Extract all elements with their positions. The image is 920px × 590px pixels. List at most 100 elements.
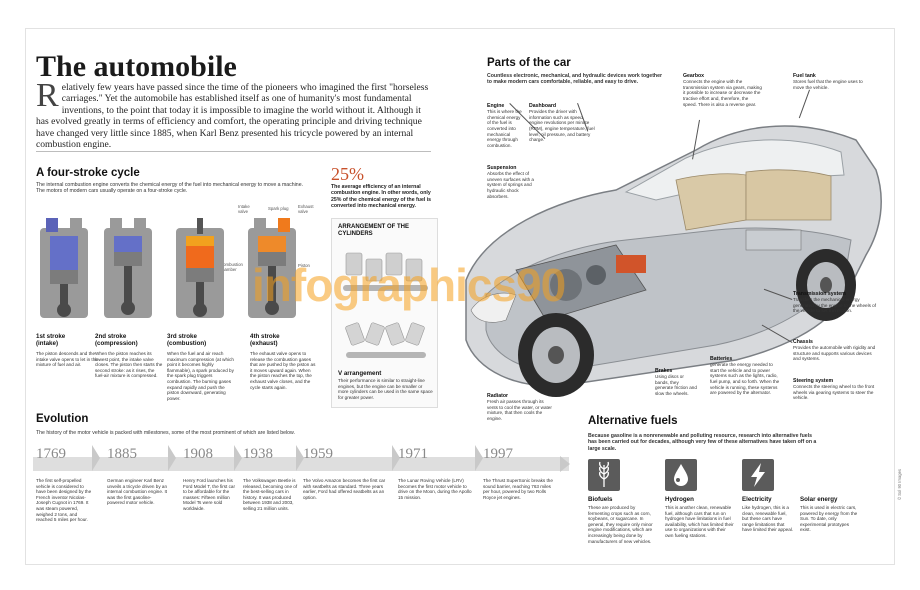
intake-valve-label: Intake valve	[238, 204, 250, 214]
timeline-item-text: The Thrust SuperSonic breaks the sound b…	[483, 478, 553, 500]
fuel-name: Biofuels	[588, 496, 613, 503]
part-text: Stores fuel that the engine uses to move…	[793, 79, 863, 90]
stroke-text: When the piston reaches its lowest point…	[95, 351, 163, 379]
inline-cylinders-illustration	[343, 252, 428, 291]
cylinder-arrangement-title: ARRANGEMENT OF THE CYLINDERS	[338, 224, 409, 237]
fuel-text: This is another clean, renewable fuel, a…	[665, 505, 734, 538]
part-fuel-tank: Fuel tank Stores fuel that the engine us…	[793, 73, 863, 90]
part-text: Absorbs the effect of uneven surfaces wi…	[487, 171, 534, 199]
four-stroke-title: A four-stroke cycle	[36, 167, 140, 179]
stroke-caption-4: 4th stroke(exhaust) The exhaust valve op…	[250, 333, 318, 390]
timeline-year: 1885	[107, 446, 137, 462]
spark-plug-label: Spark plug	[268, 206, 289, 211]
part-gearbox: Gearbox Connects the engine with the tra…	[683, 73, 763, 107]
timeline-divider	[475, 445, 483, 471]
page-title: The automobile	[36, 50, 237, 83]
exhaust-stroke-engine	[248, 218, 296, 318]
combustion-stroke-engine	[176, 218, 224, 318]
stroke-text: The piston descends and the intake valve…	[36, 351, 98, 368]
part-name: Engine	[487, 103, 505, 109]
efficiency-value: 25%	[331, 164, 364, 184]
timeline-year: 1971	[398, 446, 428, 462]
timeline-divider	[234, 445, 242, 471]
stroke-number: 4th stroke	[250, 333, 280, 340]
part-text: Transfers the mechanical energy generate…	[793, 297, 877, 314]
dropcap: R	[36, 77, 59, 114]
parts-lead: Countless electronic, mechanical, and hy…	[487, 73, 662, 86]
part-dashboard: Dashboard Provides the driver with infor…	[529, 103, 595, 143]
part-name: Steering system	[793, 378, 834, 384]
timeline-year: 1938	[243, 446, 273, 462]
stroke-text: The exhaust valve opens to release the c…	[250, 351, 316, 390]
efficiency-text: The average efficiency of an internal co…	[331, 184, 432, 209]
part-text: generate the energy needed to start the …	[710, 362, 780, 396]
part-batteries: Batteries generate the energy needed to …	[710, 356, 780, 396]
part-name: Fuel tank	[793, 73, 816, 79]
timeline-item-text: Henry Ford launches his Ford Model T, th…	[183, 478, 235, 511]
part-text: Connects the engine with the transmissio…	[683, 79, 762, 107]
timeline-year: 1769	[36, 446, 66, 462]
evolution-title: Evolution	[36, 413, 89, 425]
part-name: Transmission system	[793, 291, 846, 297]
timeline-item-text: The Volvo Amazon becomes the first car w…	[303, 478, 386, 500]
timeline-item-text: German engineer Karl Benz unveils a tric…	[107, 478, 168, 506]
alt-fuels-lead: Because gasoline is a nonrenewable and p…	[588, 433, 817, 452]
part-text: Fresh air passes through its vents to co…	[487, 399, 552, 421]
fuel-name: Hydrogen	[665, 496, 694, 503]
combustion-chamber-label: Combustion chamber	[220, 262, 243, 272]
fuel-name: Solar energy	[800, 496, 838, 503]
timeline-item-text: The Lunar Roving Vehicle (LRV) becomes t…	[398, 478, 472, 500]
part-name: Batteries	[710, 356, 733, 362]
intro-body: elatively few years have passed since th…	[36, 82, 429, 151]
wheat-icon	[588, 459, 620, 491]
parts-title: Parts of the car	[487, 57, 571, 69]
part-radiator: Radiator Fresh air passes through its ve…	[487, 393, 555, 422]
four-stroke-lead: The internal combustion engine converts …	[36, 182, 304, 195]
part-brakes: Brakes Using discs or bands, they genera…	[655, 368, 697, 397]
timeline-year: 1959	[303, 446, 333, 462]
part-name: Gearbox	[683, 73, 705, 79]
fuel-text: This is used in electric cars, powered b…	[800, 505, 858, 533]
fuel-name: Electricity	[742, 496, 772, 503]
stroke-number: 3rd stroke	[167, 333, 197, 340]
timeline-item-text: The first self-propelled vehicle is cons…	[36, 478, 92, 523]
part-steering: Steering system Connects the steering wh…	[793, 378, 878, 401]
part-name: Chassis	[793, 339, 813, 345]
stroke-caption-2: 2nd stroke(compression) When the piston …	[95, 333, 163, 379]
part-text: Provides the automobile with rigidity an…	[793, 345, 876, 362]
timeline-year: 1997	[483, 446, 513, 462]
stroke-name: (intake)	[36, 340, 59, 347]
timeline-year: 1908	[183, 446, 213, 462]
watermark: infographics90	[252, 259, 566, 311]
part-name: Suspension	[487, 165, 517, 171]
part-name: Radiator	[487, 393, 509, 399]
part-text: This is where the chemical energy of the…	[487, 109, 522, 148]
part-transmission: Transmission system Transfers the mechan…	[793, 291, 878, 314]
part-name: Brakes	[655, 368, 673, 374]
stroke-name: (compression)	[95, 340, 138, 347]
stroke-name: (combustion)	[167, 340, 207, 347]
part-name: Dashboard	[529, 103, 557, 109]
compression-stroke-engine	[104, 218, 152, 318]
alt-fuels-title: Alternative fuels	[588, 415, 678, 427]
exhaust-valve-label: Exhaust valve	[298, 204, 314, 214]
fuel-text: Like hydrogen, this is a clean, renewabl…	[742, 505, 794, 533]
stroke-caption-1: 1st stroke(intake) The piston descends a…	[36, 333, 104, 368]
part-chassis: Chassis Provides the automobile with rig…	[793, 339, 878, 362]
timeline-arrowhead	[560, 456, 570, 472]
v-arrangement-title: V arrangement	[338, 370, 382, 377]
v-arrangement-text: Their performance is similar to straight…	[338, 378, 433, 400]
intake-stroke-engine	[40, 218, 88, 318]
stroke-text: When the fuel and air reach maximum comp…	[167, 351, 234, 401]
divider	[36, 151, 431, 152]
stroke-number: 1st stroke	[36, 333, 66, 340]
part-suspension: Suspension Absorbs the effect of uneven …	[487, 165, 537, 199]
v-cylinders-illustration	[345, 322, 426, 358]
part-text: Using discs or bands, they generate fric…	[655, 374, 697, 396]
timeline-item-text: The Volkswagen Beetle is released, becom…	[243, 478, 298, 511]
fuel-text: These are produced by fermenting crops s…	[588, 505, 653, 544]
drop-icon	[665, 459, 697, 491]
timeline-divider	[92, 445, 100, 471]
credit-line: © Sol 90 Images	[897, 468, 902, 500]
